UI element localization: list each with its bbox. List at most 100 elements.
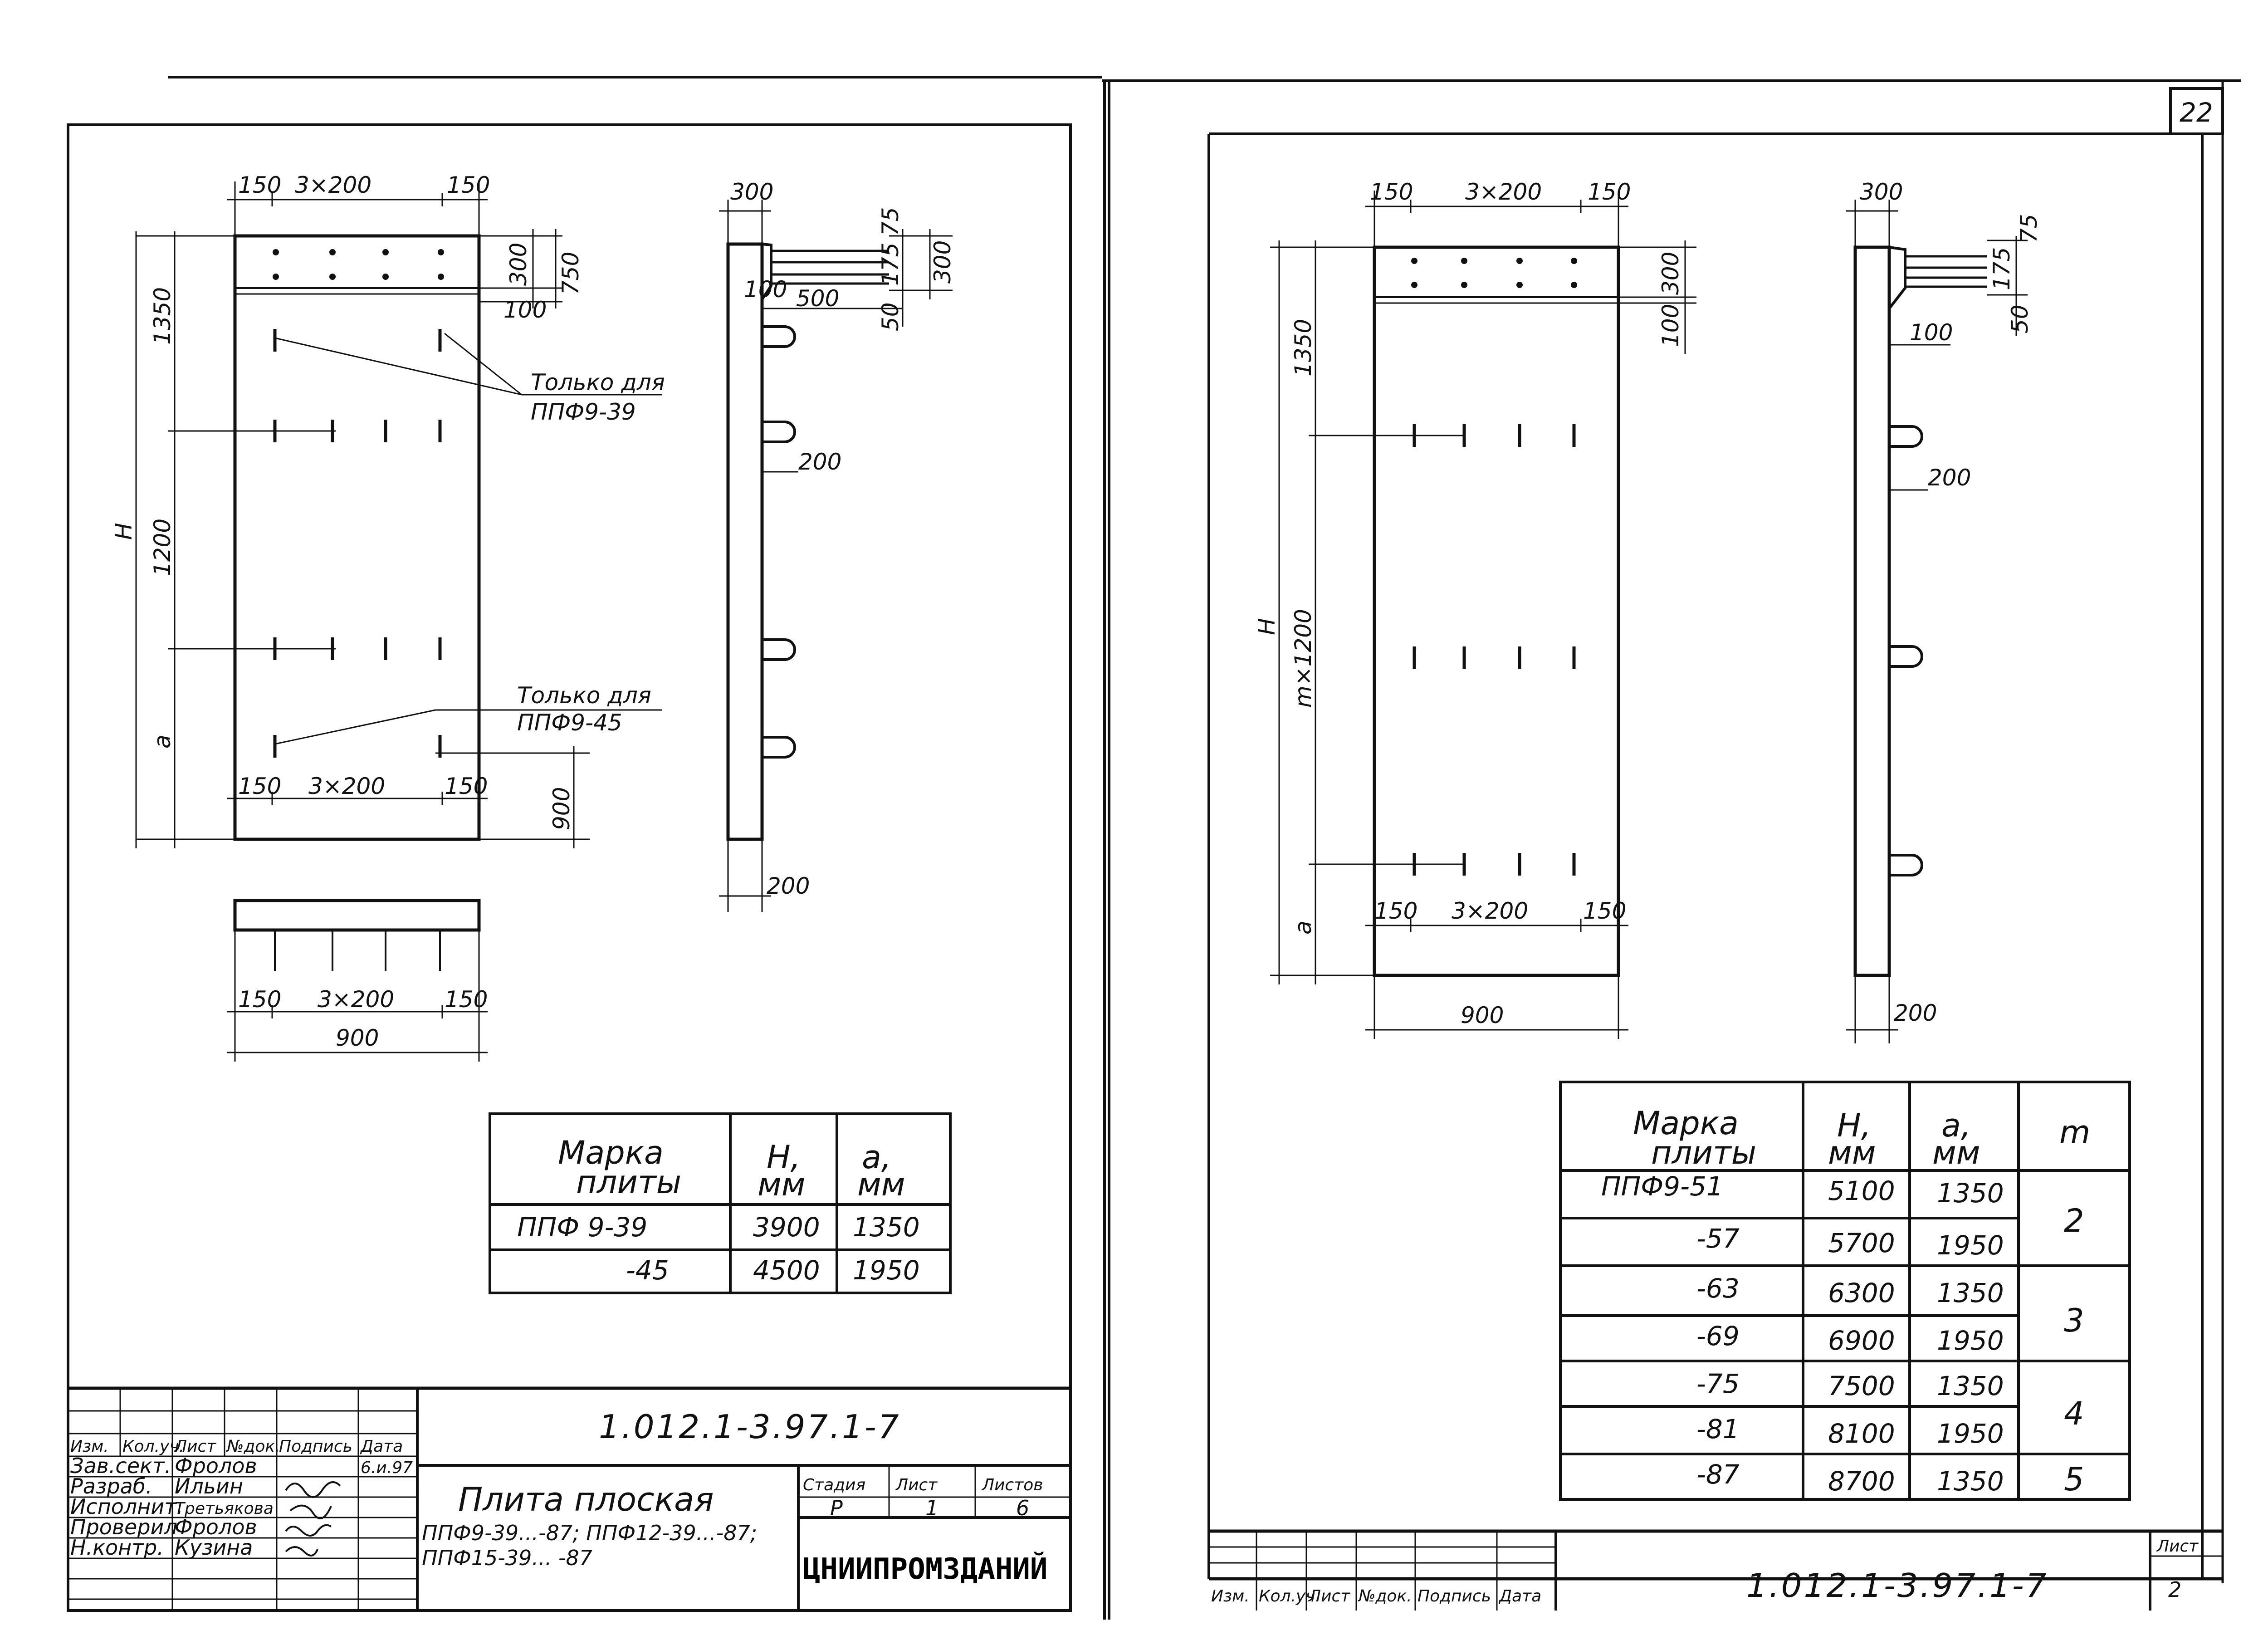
- table-cell-H-1: 4500: [753, 1255, 820, 1286]
- note-only-for-45-line1: Только для: [517, 682, 651, 709]
- r-table-mark-6: -87: [1696, 1459, 1740, 1490]
- r-stamp-hdr-izm: Изм.: [1211, 1587, 1250, 1606]
- r-table-mark-1: -57: [1696, 1223, 1740, 1254]
- r-table-mark-5: -81: [1696, 1414, 1740, 1444]
- left-plan-view-labels: 150 3×200 150 900: [238, 986, 488, 1051]
- table-header-a-line1: a,: [862, 1139, 891, 1176]
- dim-left-a: a: [149, 734, 176, 749]
- r-dim-bottom-edge-left: 150: [1374, 898, 1418, 924]
- plan-dim-total: 900: [336, 1025, 379, 1051]
- note-only-for-39-line1: Только для: [531, 369, 665, 396]
- r-stamp-hdr-list: Лист: [1308, 1587, 1350, 1606]
- left-marks-table-text: Марка плиты H, мм a, мм ППФ 9-39 3900 13…: [517, 1134, 920, 1286]
- r-table-H-3: 6900: [1828, 1325, 1895, 1356]
- left-drawing-code: 1.012.1-3.97.1-7: [599, 1408, 901, 1446]
- r-table-H-0: 5100: [1828, 1175, 1895, 1206]
- dim-top-edge-right: 150: [447, 172, 490, 198]
- r-stamp-sheet-label: Лист: [2156, 1537, 2199, 1556]
- stamp-hdr-ndok: №док.: [226, 1437, 280, 1456]
- left-sheet-frame: [67, 123, 1072, 1612]
- left-front-view-labels: 150 3×200 150 300 750 100 1350 1200 a H …: [111, 172, 665, 830]
- r-table-mark-0: ППФ9-51: [1601, 1171, 1723, 1202]
- r-side-dim-200-bottom: 200: [1894, 1000, 1937, 1026]
- right-sheet: 22: [1207, 82, 2224, 1611]
- stamp-role-4: Н.контр.: [70, 1535, 164, 1560]
- r-table-m-1: 3: [2064, 1302, 2084, 1339]
- r-table-H-4: 7500: [1828, 1371, 1895, 1401]
- r-table-header-m: m: [2059, 1114, 2090, 1151]
- r-table-a-4: 1350: [1937, 1371, 2004, 1401]
- table-cell-a-0: 1350: [853, 1212, 920, 1243]
- r-stamp-hdr-ndok: №док.: [1358, 1587, 1412, 1606]
- plan-dim-middle: 3×200: [318, 986, 394, 1013]
- r-table-a-6: 1350: [1937, 1466, 2004, 1497]
- r-dim-left-m1200: m×1200: [1290, 609, 1316, 708]
- r-table-H-2: 6300: [1828, 1278, 1895, 1308]
- right-side-view-labels: 300 75 175 50 100 200 200: [1860, 179, 2042, 1026]
- table-cell-H-0: 3900: [753, 1212, 820, 1243]
- r-side-dim-200: 200: [1928, 465, 1971, 491]
- dim-left-1200: 1200: [149, 519, 176, 576]
- r-dim-right-300: 300: [1657, 252, 1684, 295]
- r-table-header-H-line2: мм: [1828, 1134, 1876, 1171]
- r-table-m-2: 4: [2064, 1395, 2084, 1432]
- table-cell-a-1: 1950: [853, 1255, 920, 1286]
- plan-dim-edge-right: 150: [445, 986, 488, 1013]
- side-dim-300: 300: [929, 240, 956, 284]
- r-table-header-mark-line2: плиты: [1651, 1134, 1756, 1171]
- right-front-view-labels: 150 3×200 150 300 100 1350 m×1200 a H 15…: [1254, 179, 1684, 1028]
- stamp-sheet-value: 1: [925, 1496, 938, 1520]
- title-line-3: ППФ15-39... -87: [422, 1546, 592, 1570]
- stamp-name-0: Фролов: [175, 1454, 257, 1478]
- left-side-view: [719, 200, 953, 912]
- right-marks-table: [1559, 1081, 2131, 1501]
- left-side-view-labels: 300 75 175 300 100 500 50 200 200: [730, 179, 956, 899]
- stamp-hdr-data: Дата: [360, 1437, 403, 1456]
- table-cell-mark-1: -45: [626, 1255, 669, 1286]
- page-number-box: [2169, 87, 2224, 135]
- table-header-H-line1: H,: [767, 1139, 801, 1176]
- r-table-a-2: 1350: [1937, 1278, 2004, 1308]
- right-front-view: [1270, 191, 1696, 1039]
- side-dim-500: 500: [796, 285, 839, 312]
- r-table-H-5: 8100: [1828, 1418, 1895, 1449]
- r-table-a-5: 1950: [1937, 1418, 2004, 1449]
- table-header-mark-line1: Марка: [558, 1134, 664, 1171]
- stamp-role-0: Зав.сект.: [70, 1454, 171, 1478]
- stamp-date-0: 6.и.97: [361, 1459, 413, 1477]
- dim-bottom-900: 900: [548, 787, 575, 830]
- r-dim-bottom-width: 900: [1461, 1002, 1504, 1028]
- r-dim-left-a: a: [1290, 920, 1316, 935]
- stamp-hdr-podpis: Подпись: [279, 1437, 352, 1456]
- dim-top-edge-left: 150: [238, 172, 281, 198]
- stamp-sheet-label: Лист: [895, 1476, 938, 1494]
- r-table-m-3: 5: [2064, 1461, 2084, 1498]
- r-side-dim-175: 175: [1989, 247, 2015, 290]
- stamp-name-1: Ильин: [175, 1474, 243, 1498]
- left-title-block-text: 1.012.1-3.97.1-7 Изм. Кол.уч. Лист №док.…: [70, 1408, 1047, 1586]
- r-table-mark-4: -75: [1696, 1368, 1740, 1399]
- stamp-hdr-izm: Изм.: [70, 1437, 109, 1456]
- table-header-mark-line2: плиты: [576, 1164, 681, 1201]
- r-dim-top-edge-right: 150: [1588, 179, 1631, 205]
- r-side-dim-75: 75: [2016, 214, 2042, 243]
- dim-right-750: 750: [557, 252, 584, 295]
- r-table-H-6: 8700: [1828, 1466, 1895, 1497]
- stamp-name-2: Третьякова: [175, 1499, 274, 1518]
- left-title-block: [68, 1386, 1070, 1611]
- r-table-a-0: 1350: [1937, 1178, 2004, 1209]
- r-table-H-1: 5700: [1828, 1228, 1895, 1258]
- r-stamp-hdr-podpis: Подпись: [1418, 1587, 1491, 1606]
- side-dim-75: 75: [877, 207, 904, 236]
- dim-right-300: 300: [505, 243, 532, 286]
- note-only-for-39-line2: ППФ9-39: [531, 399, 636, 425]
- stamp-name-3: Фролов: [175, 1515, 257, 1539]
- dim-left-H: H: [111, 523, 137, 540]
- signature-scribbles: [285, 1481, 341, 1557]
- stamp-stage-label: Стадия: [803, 1476, 865, 1494]
- r-dim-right-100: 100: [1657, 304, 1684, 347]
- title-line-2: ППФ9-39...-87; ППФ12-39...-87;: [422, 1521, 757, 1545]
- r-table-mark-2: -63: [1696, 1273, 1740, 1304]
- r-dim-bottom-middle: 3×200: [1452, 898, 1528, 924]
- right-side-view: [1846, 200, 2028, 1043]
